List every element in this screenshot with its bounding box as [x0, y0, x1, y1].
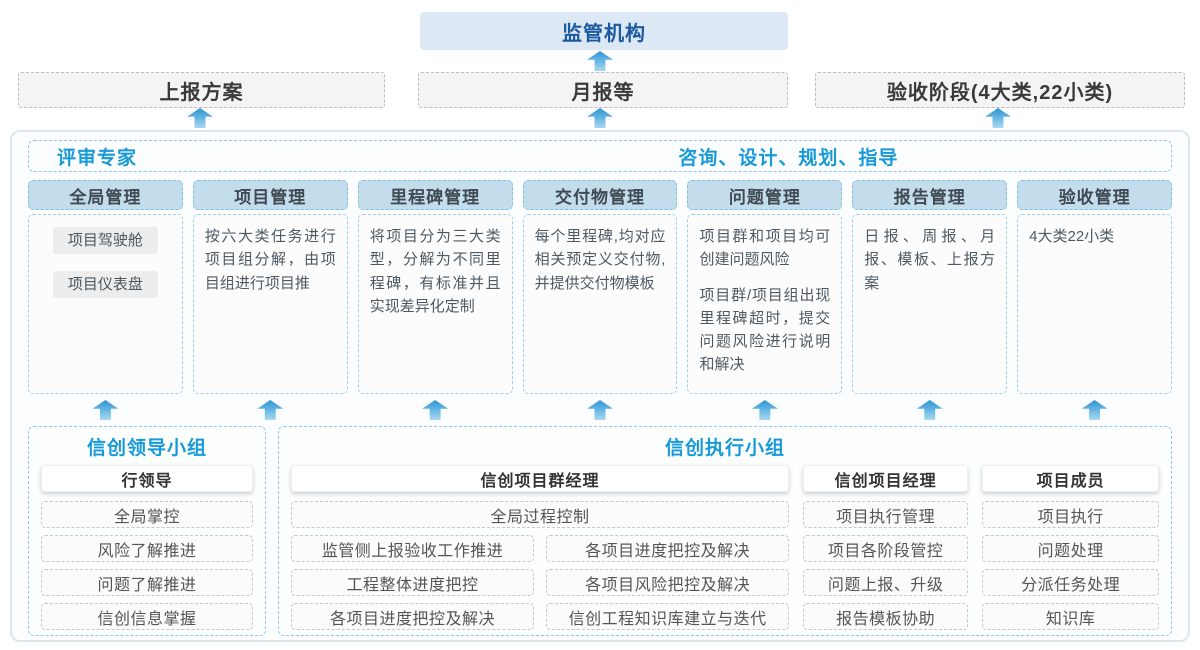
duty-item: 各项目进度把控及解决: [291, 603, 535, 630]
review-experts-label: 评审专家: [57, 147, 138, 169]
duty-item: 问题处理: [982, 535, 1159, 562]
group-leadership-team: 信创领导小组 行领导 全局掌控 风险了解推进 问题了解推进 信创信息掌握: [28, 426, 266, 636]
module-project-mgmt: 项目管理 按六大类任务进行项目组分解，由项目组进行项目推: [192, 180, 348, 394]
channel-monthly-report: 月报等: [418, 72, 788, 108]
duty-item: 项目执行: [982, 501, 1159, 528]
module-deliverable-mgmt: 交付物管理 每个里程碑,均对应相关预定义交付物,并提供交付物模板: [522, 180, 678, 394]
module-columns: 全局管理 项目驾驶舱 项目仪表盘 项目管理 按六大类任务进行项目组分解，由项目组…: [28, 180, 1173, 394]
up-arrow-icon: [916, 400, 943, 420]
group-execution-team: 信创执行小组 信创项目群经理 全局过程控制 监管侧上报验收工作推进 各项目进度把…: [278, 426, 1172, 636]
module-body: 项目群和项目均可创建问题风险 项目群/项目组出现里程碑超时，提交问题风险进行说明…: [687, 214, 843, 394]
section-program-manager: 信创项目群经理 全局过程控制 监管侧上报验收工作推进 各项目进度把控及解决 工程…: [291, 465, 790, 630]
module-body: 4大类22小类: [1017, 214, 1173, 394]
groups-row: 信创领导小组 行领导 全局掌控 风险了解推进 问题了解推进 信创信息掌握 信创执…: [28, 426, 1172, 636]
duty-item: 项目各阶段管控: [803, 535, 969, 562]
up-arrow-icon: [751, 400, 778, 420]
role-project-member: 项目成员: [982, 465, 1159, 492]
module-title: 问题管理: [687, 180, 843, 210]
up-arrow-icon: [422, 400, 449, 420]
module-issue-mgmt: 问题管理 项目群和项目均可创建问题风险 项目群/项目组出现里程碑超时，提交问题风…: [687, 180, 843, 394]
module-title: 全局管理: [28, 180, 183, 210]
issue-paragraph: 项目群和项目均可创建问题风险: [699, 228, 831, 269]
section-project-manager: 信创项目经理 项目执行管理 项目各阶段管控 问题上报、升级 报告模板协助: [803, 465, 969, 630]
up-arrow-icon: [587, 51, 613, 71]
up-arrow-icon: [985, 108, 1011, 128]
group-title: 信创执行小组: [664, 438, 785, 459]
duty-item: 风险了解推进: [41, 535, 253, 562]
section-project-member: 项目成员 项目执行 问题处理 分派任务处理 知识库: [982, 465, 1159, 630]
up-arrow-icon: [92, 400, 119, 420]
consulting-label: 咨询、设计、规划、指导: [678, 147, 899, 169]
program-manager-duty-grid: 监管侧上报验收工作推进 各项目进度把控及解决 工程整体进度把控 各项目风险把控及…: [291, 535, 790, 630]
exec-body: 信创项目群经理 全局过程控制 监管侧上报验收工作推进 各项目进度把控及解决 工程…: [291, 465, 1159, 630]
module-report-mgmt: 报告管理 日报、周报、月报、模板、上报方案: [852, 180, 1008, 394]
arrow-row: [28, 394, 1172, 426]
duty-item: 各项目进度把控及解决: [546, 535, 790, 562]
module-body: 每个里程碑,均对应相关预定义交付物,并提供交付物模板: [522, 214, 678, 394]
module-body: 按六大类任务进行项目组分解，由项目组进行项目推: [192, 214, 348, 394]
duty-item: 信创信息掌握: [41, 603, 253, 630]
module-body: 将项目分为三大类型，分解为不同里程碑，有标准并且实现差异化定制: [357, 214, 513, 394]
module-milestone-mgmt: 里程碑管理 将项目分为三大类型，分解为不同里程碑，有标准并且实现差异化定制: [357, 180, 513, 394]
member-duty-list: 项目执行 问题处理 分派任务处理 知识库: [982, 501, 1159, 630]
up-arrow-icon: [587, 400, 613, 420]
duty-item: 工程整体进度把控: [291, 569, 535, 596]
tag-project-dashboard: 项目仪表盘: [53, 271, 158, 298]
group-title: 信创领导小组: [86, 438, 207, 459]
project-manager-duty-list: 项目执行管理 项目各阶段管控 问题上报、升级 报告模板协助: [803, 501, 969, 630]
issue-paragraph: 项目群/项目组出现里程碑超时，提交问题风险进行说明和解决: [699, 286, 831, 374]
tag-project-cockpit: 项目驾驶舱: [53, 227, 158, 254]
module-global-mgmt: 全局管理 项目驾驶舱 项目仪表盘: [28, 180, 183, 394]
duty-item: 各项目风险把控及解决: [546, 569, 790, 596]
duty-item: 监管侧上报验收工作推进: [291, 535, 535, 562]
up-arrow-icon: [187, 108, 213, 128]
duty-item: 分派任务处理: [982, 569, 1159, 596]
duty-item: 报告模板协助: [803, 603, 969, 630]
module-title: 交付物管理: [522, 180, 678, 210]
regulator-box: 监管机构: [420, 12, 788, 50]
duty-item: 知识库: [982, 603, 1159, 630]
module-title: 报告管理: [852, 180, 1008, 210]
module-acceptance-mgmt: 验收管理 4大类22小类: [1017, 180, 1173, 394]
module-title: 里程碑管理: [357, 180, 513, 210]
duty-item: 问题上报、升级: [803, 569, 969, 596]
module-title: 验收管理: [1017, 180, 1173, 210]
module-title: 项目管理: [192, 180, 348, 210]
role-project-manager: 信创项目经理: [803, 465, 969, 492]
module-body: 日报、周报、月报、模板、上报方案: [852, 214, 1008, 394]
module-body: 项目驾驶舱 项目仪表盘: [28, 214, 183, 394]
platform-panel: 评审专家 咨询、设计、规划、指导 全局管理 项目驾驶舱 项目仪表盘 项目管理 按…: [10, 130, 1190, 642]
up-arrow-icon: [587, 108, 613, 128]
leader-duty-list: 全局掌控 风险了解推进 问题了解推进 信创信息掌握: [41, 501, 253, 630]
top-section: 监管机构 上报方案 月报等 验收阶段(4大类,22小类): [0, 0, 1200, 130]
duty-item: 问题了解推进: [41, 569, 253, 596]
role-program-manager: 信创项目群经理: [291, 465, 790, 492]
duty-item: 全局过程控制: [291, 501, 790, 528]
channel-acceptance-phase: 验收阶段(4大类,22小类): [815, 72, 1185, 108]
duty-item: 信创工程知识库建立与迭代: [546, 603, 790, 630]
up-arrow-icon: [257, 400, 284, 420]
channel-report-plan: 上报方案: [18, 72, 385, 108]
duty-item: 全局掌控: [41, 501, 253, 528]
advisor-bar: 评审专家 咨询、设计、规划、指导: [28, 140, 1172, 172]
role-bank-leader: 行领导: [41, 465, 253, 492]
duty-item: 项目执行管理: [803, 501, 969, 528]
up-arrow-icon: [1081, 400, 1108, 420]
